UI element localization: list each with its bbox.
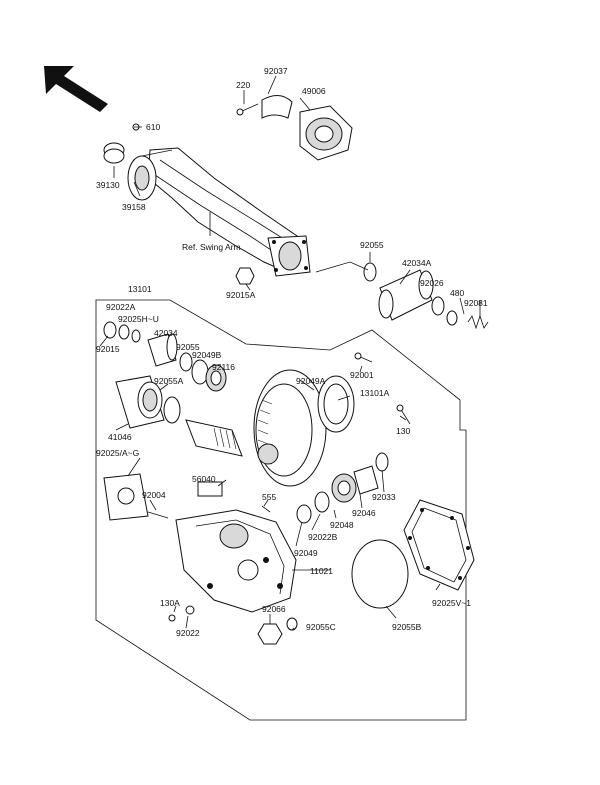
- label-13101a: 13101A: [360, 388, 390, 398]
- group-border-13101: [95, 299, 467, 721]
- label-92055b: 92055B: [392, 622, 422, 632]
- swing-arm-assembly: [103, 123, 311, 277]
- label-610: 610: [146, 122, 160, 132]
- label-92046: 92046: [352, 508, 376, 518]
- label-11021: 11021: [310, 566, 333, 576]
- label-92026: 92026: [420, 278, 444, 288]
- cover-gasket: [351, 499, 475, 609]
- boot-clamp-assembly: [236, 95, 353, 161]
- arrow-up-left-icon: [44, 66, 108, 112]
- label-92116: 92116: [212, 362, 235, 372]
- label-56040: 56040: [192, 474, 216, 484]
- label-480: 480: [450, 288, 464, 298]
- label-42034: 42034: [154, 328, 178, 338]
- label-92015: 92015: [96, 344, 120, 354]
- label-92033: 92033: [372, 492, 396, 502]
- label-92049a: 92049A: [296, 376, 326, 386]
- label-130: 130: [396, 426, 410, 436]
- label-130a: 130A: [160, 598, 180, 608]
- drive-shaft-parts: [235, 261, 489, 330]
- pinion-assembly: [103, 321, 243, 521]
- final-gear-case: [168, 509, 298, 645]
- label-92049b: 92049B: [192, 350, 222, 360]
- ring-gear-assembly: [253, 352, 411, 487]
- label-92066: 92066: [262, 604, 286, 614]
- label-92055-mid: 92055: [176, 342, 200, 352]
- label-39158: 39158: [122, 202, 146, 212]
- part-labels: 92037 220 49006 610 39130 39158 Ref. Swi…: [96, 66, 488, 638]
- label-13101: 13101: [128, 284, 152, 294]
- label-42034a: 42034A: [402, 258, 432, 268]
- label-92081: 92081: [464, 298, 488, 308]
- label-92004: 92004: [142, 490, 166, 500]
- label-92025hu: 92025H~U: [118, 314, 159, 324]
- label-92055a: 92055A: [154, 376, 184, 386]
- label-41046: 41046: [108, 432, 132, 442]
- bearing-shim-stack: [261, 452, 389, 524]
- label-ref-swing-arm: Ref. Swing Arm: [182, 242, 241, 252]
- leader-lines: [99, 75, 481, 631]
- label-92022a: 92022A: [106, 302, 136, 312]
- label-92049: 92049: [294, 548, 318, 558]
- label-92037: 92037: [264, 66, 288, 76]
- label-92001: 92001: [350, 370, 374, 380]
- label-92015a: 92015A: [226, 290, 256, 300]
- label-49006: 49006: [302, 86, 326, 96]
- label-92025ag: 92025/A~G: [96, 448, 139, 458]
- label-220: 220: [236, 80, 250, 90]
- label-555: 555: [262, 492, 276, 502]
- label-39130: 39130: [96, 180, 120, 190]
- label-92025v1: 92025V~1: [432, 598, 471, 608]
- label-92055-top: 92055: [360, 240, 384, 250]
- label-92048: 92048: [330, 520, 354, 530]
- label-92022b: 92022B: [308, 532, 338, 542]
- label-92022: 92022: [176, 628, 200, 638]
- label-92055c: 92055C: [306, 622, 336, 632]
